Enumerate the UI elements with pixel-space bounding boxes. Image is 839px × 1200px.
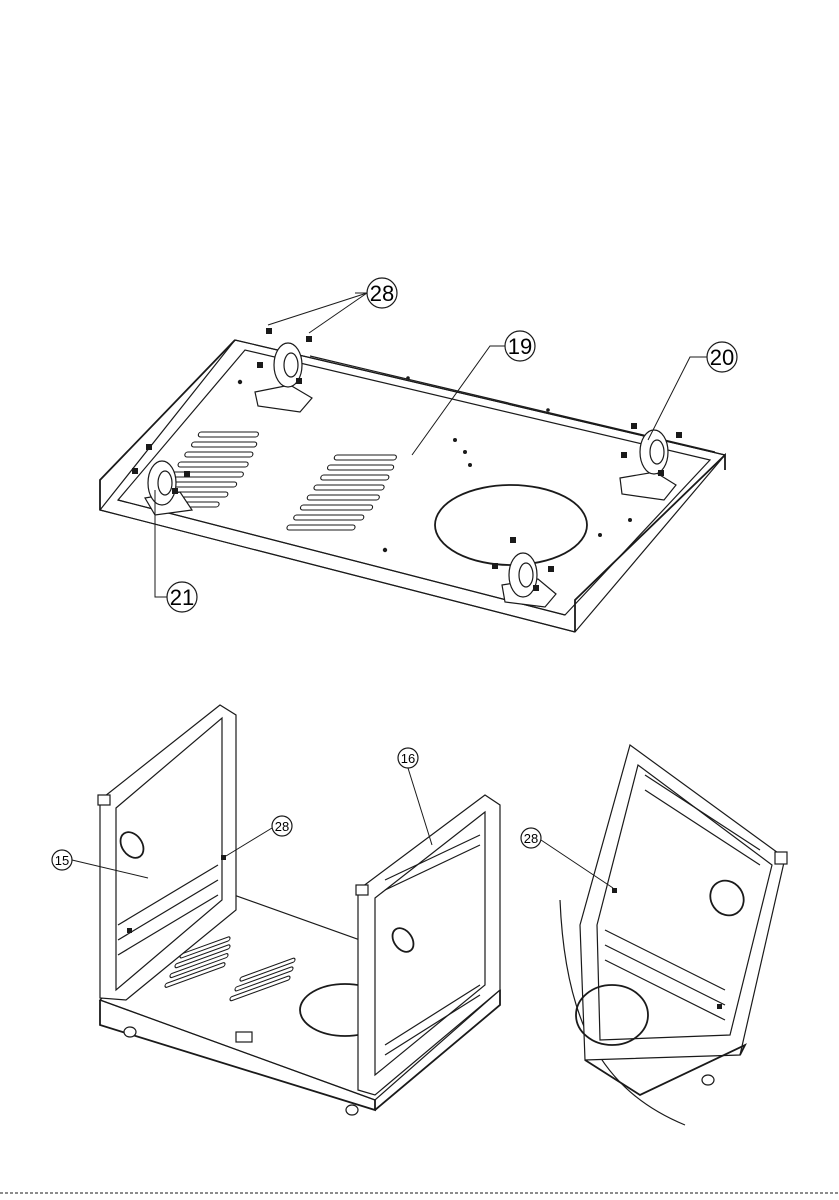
base-tray-assembly: 28 19 20 21 [100,278,737,632]
callout-label: 15 [55,853,69,868]
callout-label: 20 [710,345,734,370]
callout-label: 28 [524,831,538,846]
callout-20: 20 [648,342,737,440]
cart-frame-assembly: 15 16 28 [52,705,500,1115]
callout-label: 28 [370,281,394,306]
callout-label: 21 [170,585,194,610]
callout-28-top: 28 [268,278,397,333]
detail-view: 28 [521,745,787,1125]
callout-label: 28 [275,819,289,834]
callout-label: 16 [401,751,415,766]
callout-16: 16 [398,748,432,845]
right-side-panel [356,795,500,1095]
callout-label: 19 [508,334,532,359]
